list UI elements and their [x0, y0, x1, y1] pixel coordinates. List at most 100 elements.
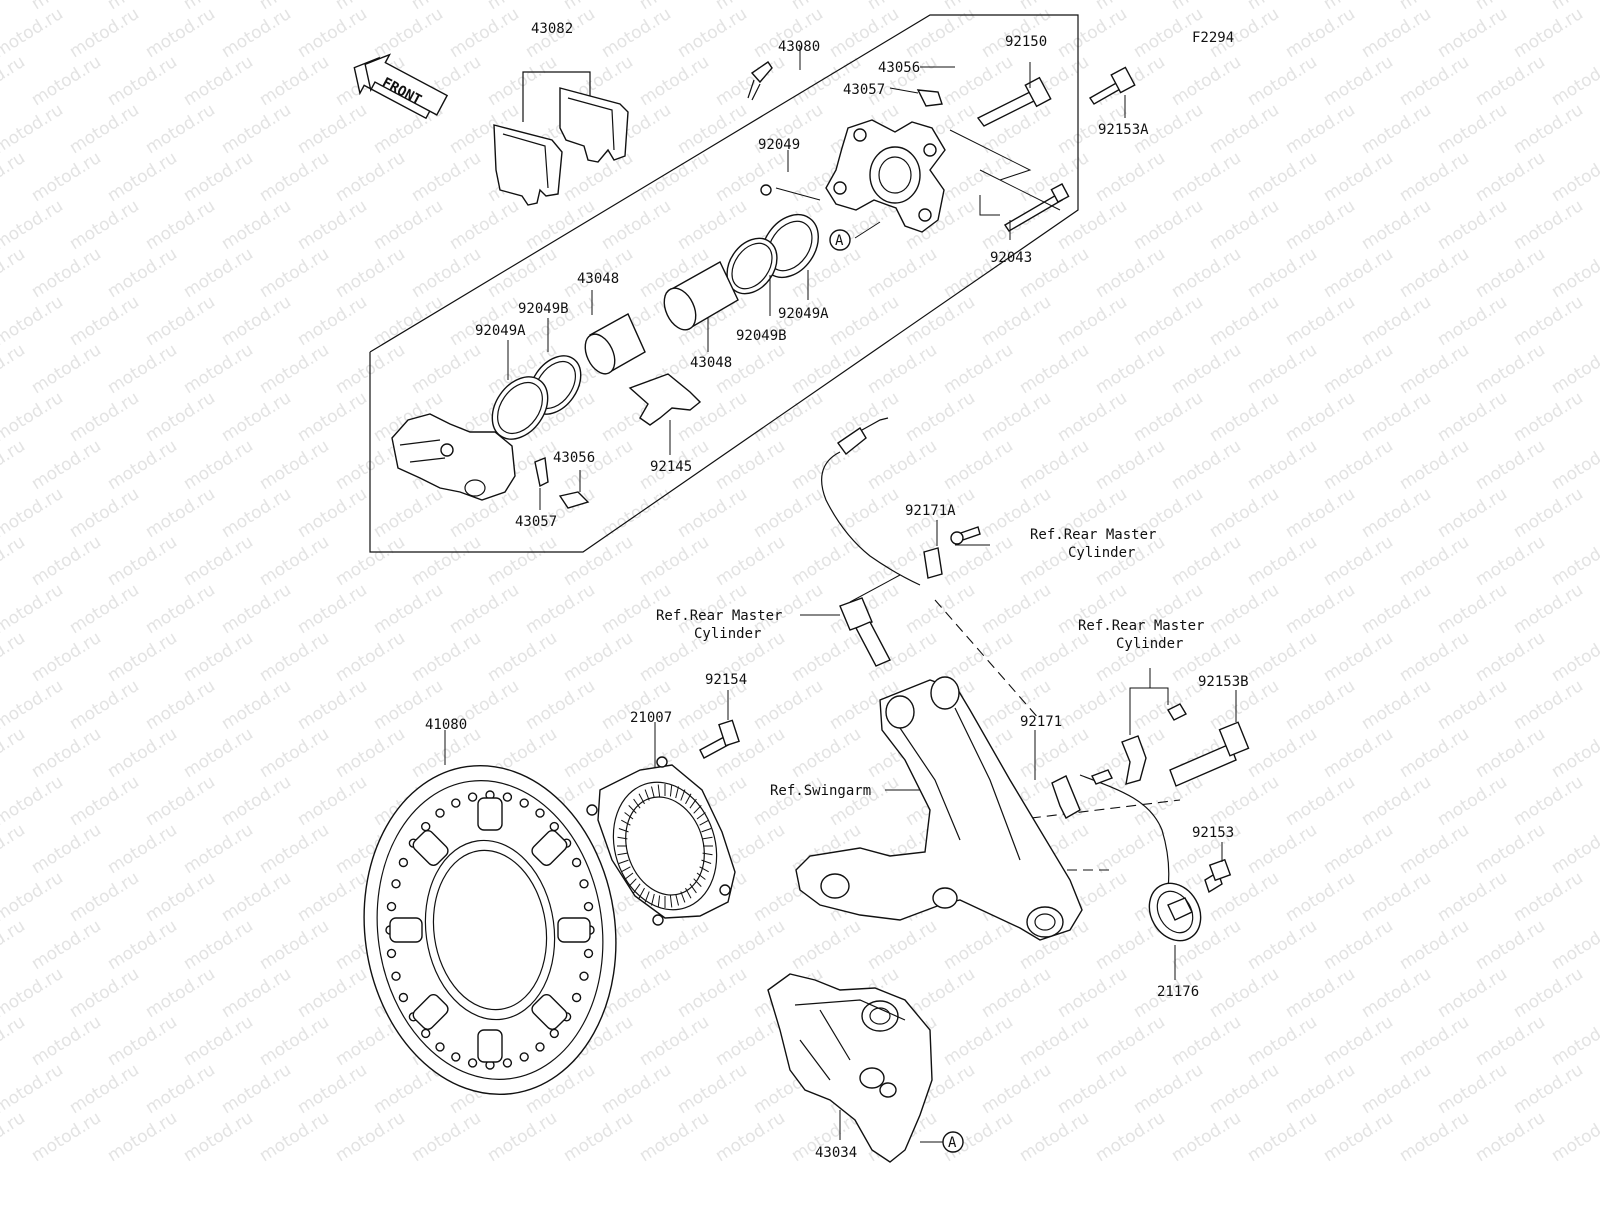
watermark-text: motod.ru — [28, 1012, 105, 1070]
watermark-text: motod.ru — [0, 1012, 29, 1070]
watermark-text: motod.ru — [142, 676, 219, 734]
watermark-text: motod.ru — [1358, 4, 1435, 62]
ref-rear-master-cylinder-1: Ref.Rear Master — [1030, 527, 1156, 543]
watermark-text: motod.ru — [1510, 484, 1587, 542]
watermark-text: motod.ru — [294, 100, 371, 158]
watermark-text: motod.ru — [1130, 1060, 1207, 1118]
bleeder-valve-upper — [747, 61, 943, 107]
front-arrow-icon: FRONT — [353, 53, 449, 120]
watermark-text: motod.ru — [218, 4, 295, 62]
disc-window — [557, 917, 591, 943]
disc-hole — [549, 1028, 559, 1039]
watermark-text: motod.ru — [978, 1060, 1055, 1118]
caliper-bracket-lower — [767, 973, 933, 1163]
abs-rotor-tooth — [696, 812, 706, 820]
watermark-text: motod.ru — [1282, 964, 1359, 1022]
pin-92043 — [1004, 183, 1070, 232]
watermark-text: motod.ru — [712, 148, 789, 206]
disc-hole — [535, 808, 545, 818]
bolt-92153b — [1169, 721, 1250, 787]
watermark-text: motod.ru — [0, 484, 67, 542]
watermark-text: motod.ru — [978, 292, 1055, 350]
watermark-text: motod.ru — [446, 4, 523, 62]
ref-rear-master-cylinder-3: Ref.Rear Master — [1078, 618, 1204, 634]
watermark-text: motod.ru — [1396, 916, 1473, 974]
watermark-text: motod.ru — [636, 916, 713, 974]
label-92171: 92171 — [1020, 714, 1062, 730]
watermark-text: motod.ru — [28, 0, 105, 14]
watermark-text: motod.ru — [256, 1108, 333, 1166]
watermark-text: motod.ru — [1320, 724, 1397, 782]
watermark-text: motod.ru — [1244, 628, 1321, 686]
watermark-text: motod.ru — [66, 196, 143, 254]
watermark-text: motod.ru — [750, 772, 827, 830]
disc-window — [412, 993, 449, 1031]
watermark-text: motod.ru — [446, 580, 523, 638]
watermark-text: motod.ru — [1472, 436, 1549, 494]
watermark-text: motod.ru — [674, 484, 751, 542]
label-92150: 92150 — [1005, 34, 1047, 50]
watermark-text: motod.ru — [1130, 196, 1207, 254]
watermark-text: motod.ru — [1206, 196, 1283, 254]
watermark-text: motod.ru — [484, 244, 561, 302]
watermark-text: motod.ru — [294, 580, 371, 638]
watermark-text: motod.ru — [864, 340, 941, 398]
watermark-text: motod.ru — [940, 628, 1017, 686]
abs-rotor-tooth — [680, 789, 686, 801]
watermark-text: motod.ru — [750, 484, 827, 542]
watermark-text: motod.ru — [522, 580, 599, 638]
watermark-text: motod.ru — [1358, 868, 1435, 926]
watermark-text: motod.ru — [1472, 244, 1549, 302]
watermark-text: motod.ru — [1396, 724, 1473, 782]
label-43057-lower: 43057 — [515, 514, 557, 530]
label-43056-lower: 43056 — [553, 450, 595, 466]
svg-text:A: A — [948, 1135, 957, 1151]
watermark-text: motod.ru — [1244, 1012, 1321, 1070]
watermark-text: motod.ru — [0, 148, 29, 206]
watermark-text: motod.ru — [218, 964, 295, 1022]
watermark-text: motod.ru — [294, 4, 371, 62]
watermark-text: motod.ru — [1054, 1060, 1131, 1118]
abs-rotor-tooth — [628, 805, 637, 814]
watermark-text: motod.ru — [1434, 868, 1511, 926]
watermark-text: motod.ru — [1358, 676, 1435, 734]
watermark-text: motod.ru — [1244, 820, 1321, 878]
cable-clip-92171 — [1051, 775, 1081, 819]
watermark-text: motod.ru — [978, 964, 1055, 1022]
watermark-text: motod.ru — [180, 148, 257, 206]
watermark-text: motod.ru — [1396, 1012, 1473, 1070]
watermark-text: motod.ru — [218, 1060, 295, 1118]
abs-rotor-tooth — [621, 866, 631, 873]
label-92049a-left: 92049A — [475, 323, 526, 339]
abs-rotor-tooth — [657, 784, 661, 797]
watermark-text: motod.ru — [1396, 340, 1473, 398]
watermark-text: motod.ru — [1244, 244, 1321, 302]
watermark-text: motod.ru — [940, 916, 1017, 974]
watermark-text: motod.ru — [66, 868, 143, 926]
watermark-text: motod.ru — [1282, 676, 1359, 734]
disc-window — [412, 829, 449, 867]
disc-window — [477, 1029, 503, 1063]
watermark-text: motod.ru — [1282, 484, 1359, 542]
label-43056-upper: 43056 — [878, 60, 920, 76]
watermark-text: motod.ru — [940, 52, 1017, 110]
ref-rear-master-cylinder-1-line2: Cylinder — [1068, 545, 1135, 561]
watermark-text: motod.ru — [256, 244, 333, 302]
watermark-text: motod.ru — [1434, 676, 1511, 734]
watermark-text: motod.ru — [0, 964, 67, 1022]
watermark-text: motod.ru — [256, 724, 333, 782]
disc-hole — [386, 948, 397, 959]
abs-rotor-tooth — [638, 793, 645, 805]
watermark-text: motod.ru — [332, 724, 409, 782]
watermark-text: motod.ru — [180, 340, 257, 398]
watermark-text: motod.ru — [142, 580, 219, 638]
watermark-text: motod.ru — [826, 772, 903, 830]
watermark-text: motod.ru — [104, 436, 181, 494]
watermark-text: motod.ru — [1396, 436, 1473, 494]
watermark-text: motod.ru — [1510, 580, 1587, 638]
watermark-text: motod.ru — [294, 388, 371, 446]
abs-rotor-tooth — [618, 828, 629, 833]
label-92153b: 92153B — [1198, 674, 1249, 690]
watermark-text: motod.ru — [1396, 820, 1473, 878]
watermark-text: motod.ru — [66, 964, 143, 1022]
